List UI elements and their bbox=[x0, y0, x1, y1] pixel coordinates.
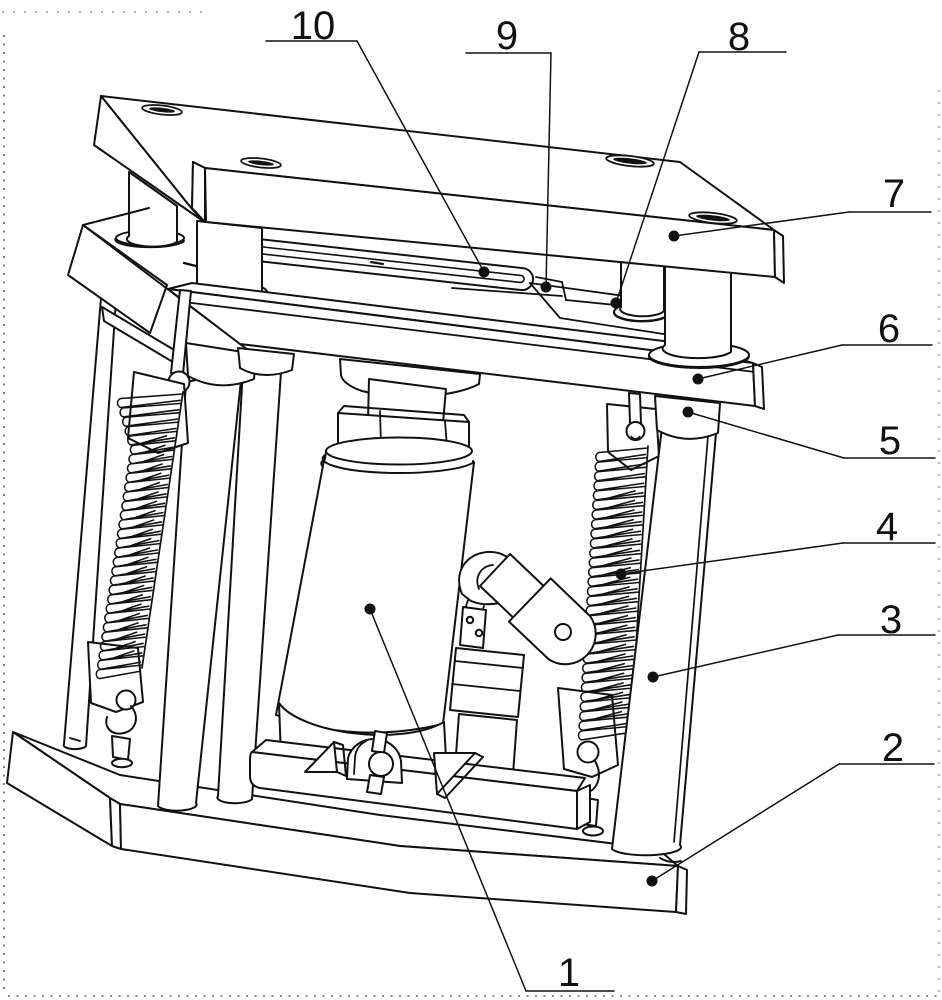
svg-text:8: 8 bbox=[728, 15, 750, 59]
svg-text:3: 3 bbox=[880, 598, 902, 642]
svg-text:7: 7 bbox=[883, 172, 905, 216]
svg-text:10: 10 bbox=[291, 4, 336, 48]
svg-text:5: 5 bbox=[879, 419, 901, 463]
svg-text:9: 9 bbox=[496, 14, 518, 58]
svg-text:1: 1 bbox=[558, 951, 580, 995]
svg-text:4: 4 bbox=[876, 505, 898, 549]
svg-text:6: 6 bbox=[878, 307, 900, 351]
svg-text:2: 2 bbox=[882, 726, 904, 770]
